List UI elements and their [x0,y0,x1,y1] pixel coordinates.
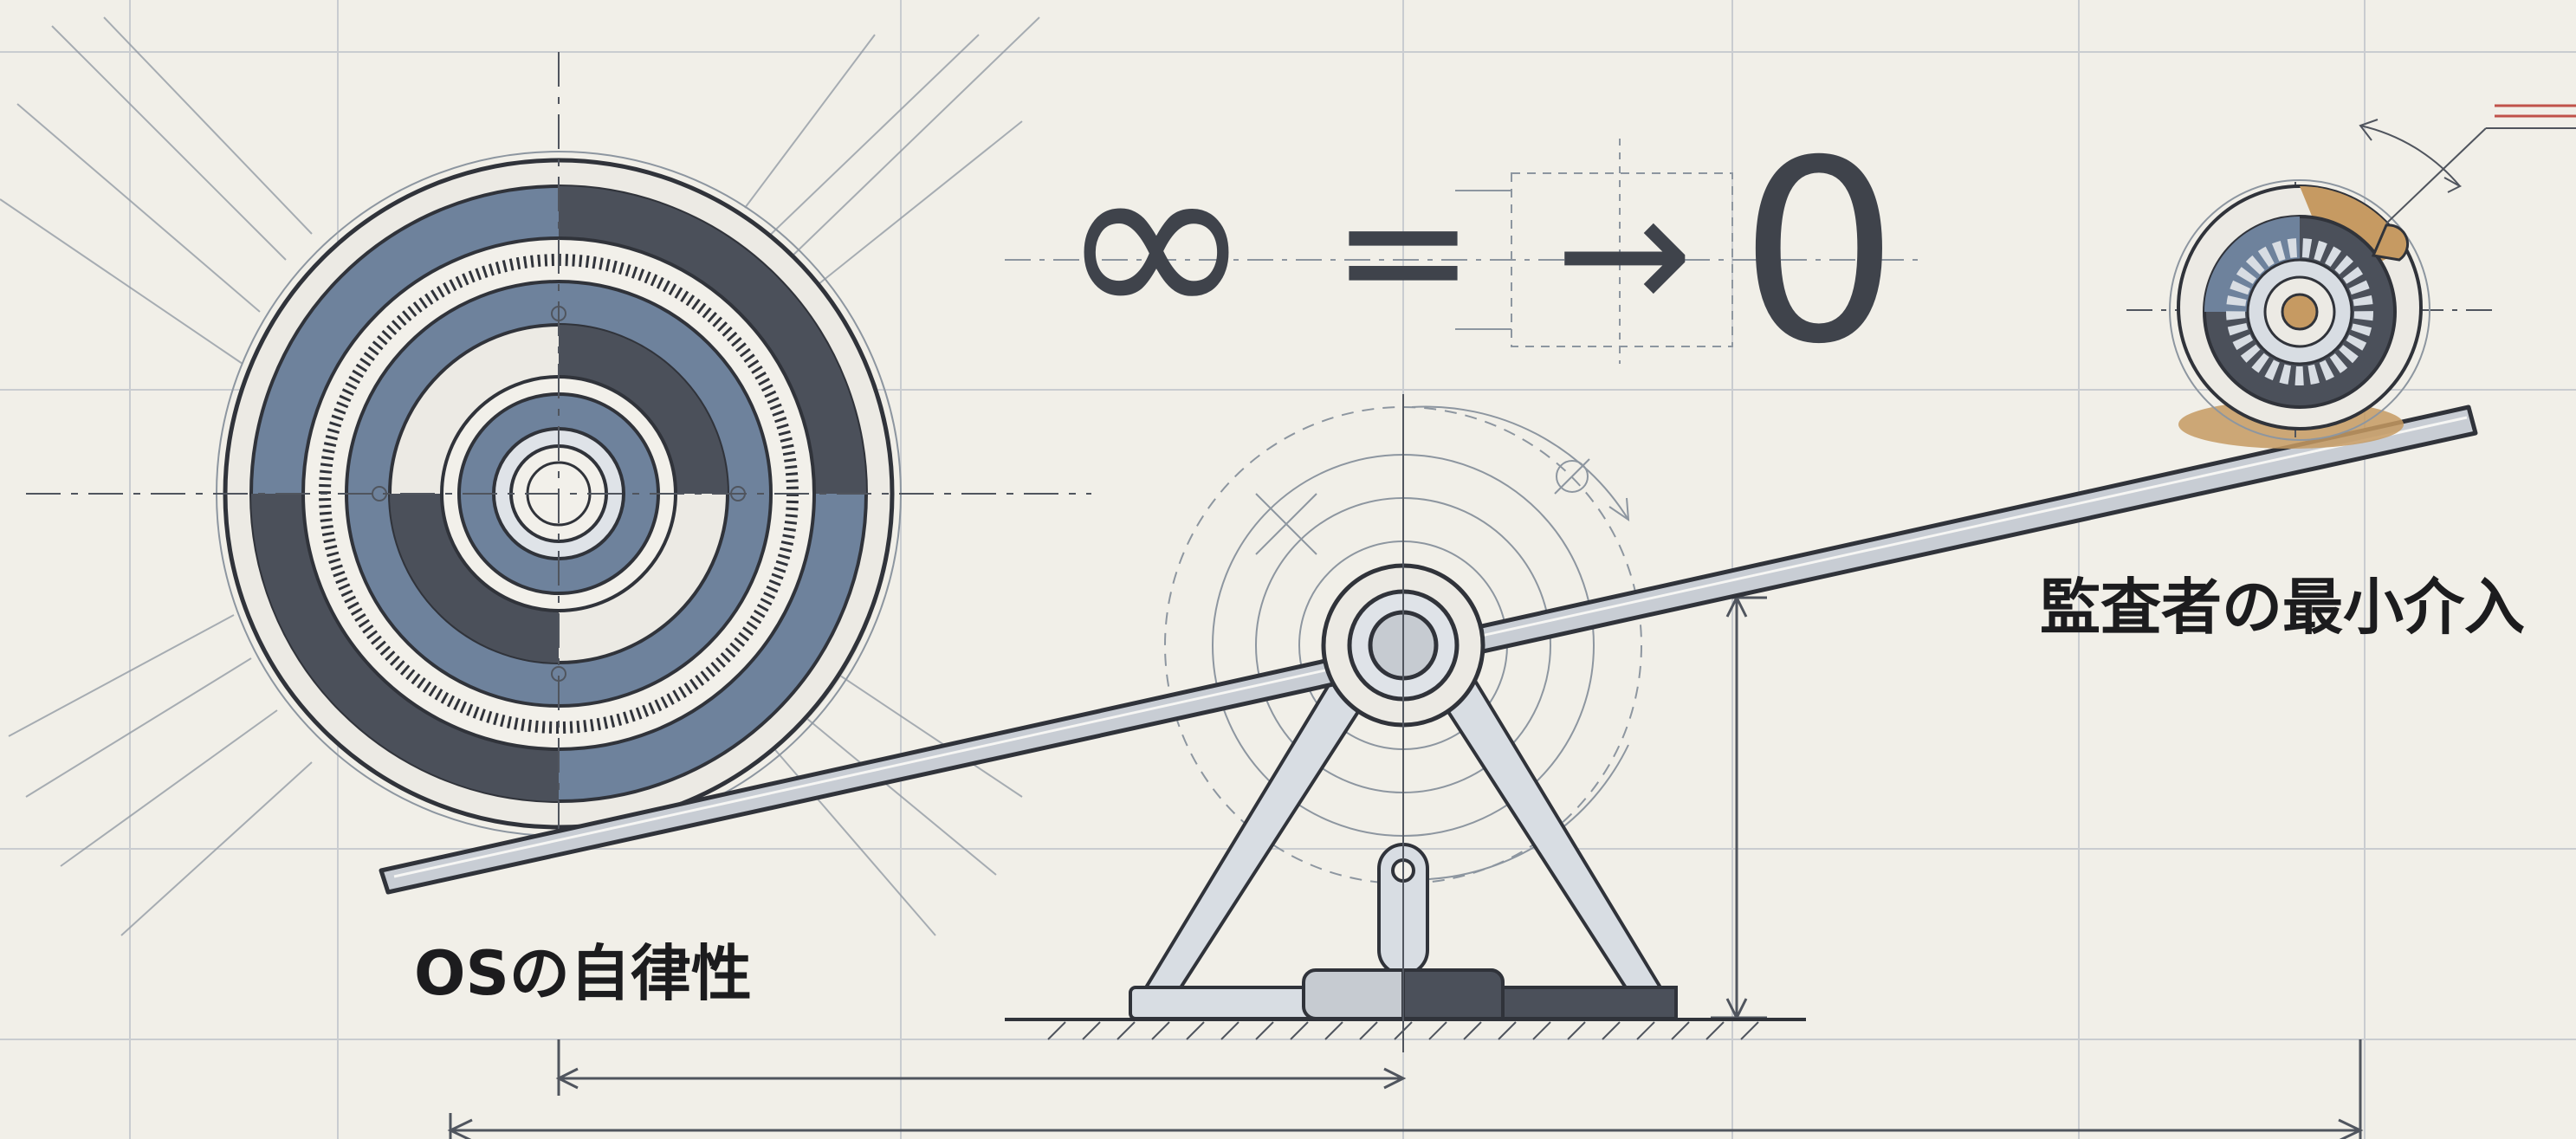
small-gear [2126,104,2576,449]
ground [1005,1018,1806,1040]
label-auditor-minimal-intervention: 監査者の最小介入 [2040,572,2525,643]
large-wheel [26,52,1091,849]
equals-symbol: = [1330,150,1476,352]
infinity-symbol: ∞ [1059,105,1254,378]
zero-symbol: 0 [1739,107,1900,399]
pivot-hub [1321,394,1485,1052]
arrow-symbol: → [1555,158,1693,349]
label-os-autonomy: OSの自律性 [414,938,752,1009]
formula: ∞ = → 0 [1059,105,1900,399]
radiating-lines [0,16,1040,936]
formula-construction [1005,139,1923,364]
